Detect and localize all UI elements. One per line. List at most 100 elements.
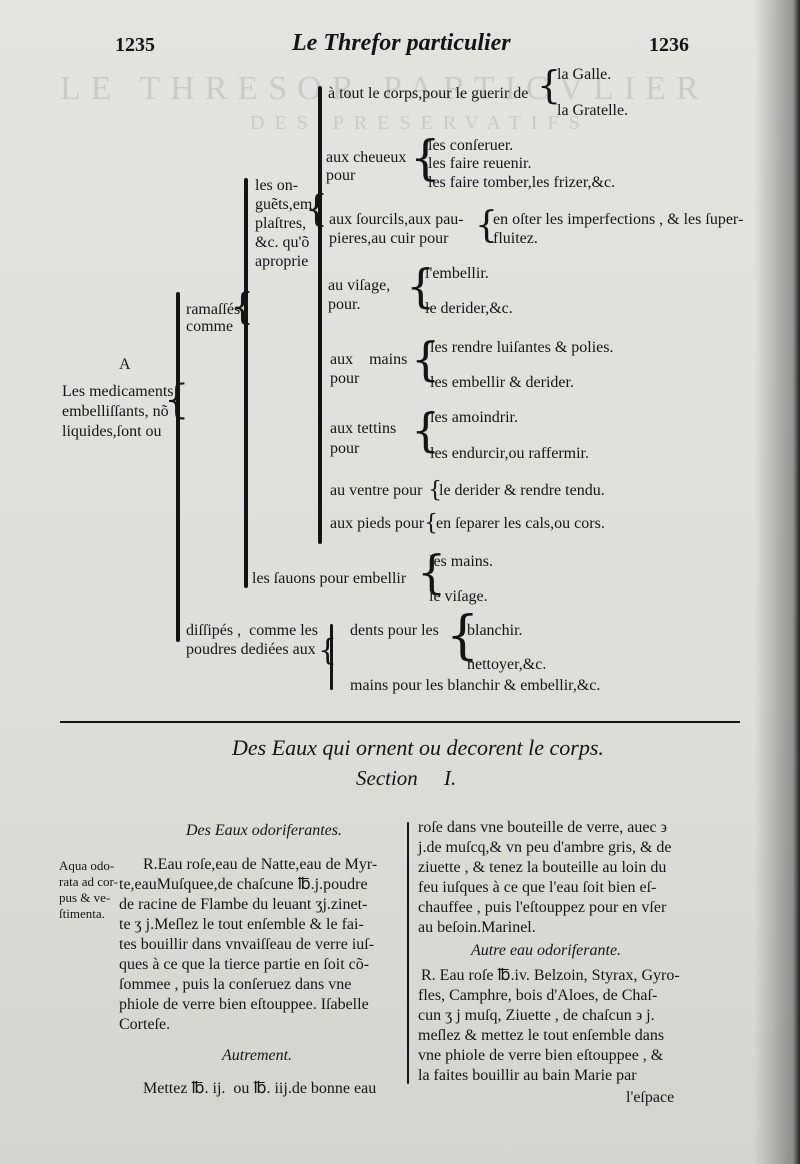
- visage-item-1: l'embellir.: [425, 265, 489, 282]
- margin-note-3: pus & ve-: [59, 890, 111, 905]
- onguents-brace: [318, 86, 322, 544]
- section-rule: [60, 721, 740, 723]
- visage-label-1: au viſage,: [328, 277, 391, 294]
- dents-item-2: nettoyer,&c.: [467, 656, 547, 673]
- onguents-label-5: aproprie: [255, 253, 309, 270]
- right-recipe-line-6: la faites bouillir au bain Marie par: [418, 1067, 637, 1084]
- onguents-label-3: plaſtres,: [255, 215, 307, 232]
- onguents-label-1: les on-: [255, 177, 299, 194]
- pieds-brace: {: [424, 511, 438, 536]
- ramasses-brace: [244, 178, 248, 588]
- dissipes-brace: [330, 624, 333, 690]
- main-brace: [176, 292, 180, 642]
- margin-note-1: Aqua odo-: [59, 858, 115, 873]
- savons-item-1: les mains.: [429, 553, 493, 570]
- right-recipe-line-5: vne phiole de verre bien eſtouppee , &: [418, 1047, 664, 1064]
- corps-label: à tout le corps,pour le guerir de: [328, 85, 529, 102]
- column-divider: [407, 822, 409, 1084]
- mains-item-1: les rendre luiſantes & polies.: [430, 339, 614, 356]
- right-heading: Autre eau odoriferante.: [471, 942, 622, 959]
- left-recipe-line-9: Corteſe.: [119, 1016, 171, 1033]
- root-line-2: embelliſſants, nõ: [62, 403, 169, 420]
- right-recipe-line-4: meſlez & mettez le tout enſemble dans: [418, 1027, 665, 1044]
- catchword: l'eſpace: [626, 1089, 675, 1106]
- show-through-text: DES PRESERVATIFS: [250, 112, 590, 134]
- section-subtitle: Section I.: [356, 766, 457, 790]
- right-line-6: au beſoin.Marinel.: [418, 919, 536, 936]
- cheveux-item-3: les faire tomber,les frizer,&c.: [428, 174, 616, 191]
- root-line-1: Les medicaments: [62, 383, 174, 400]
- visage-brace: {: [406, 259, 436, 313]
- sourcils-brace: {: [475, 205, 498, 246]
- tettins-label-1: aux tettins: [330, 420, 397, 437]
- sourcils-item-1: en oſter les imperfections , & les ſuper…: [493, 211, 744, 228]
- page-number-left: 1235: [115, 34, 155, 56]
- main-brace-point: {: [164, 377, 190, 423]
- corps-item-2: la Gratelle.: [557, 102, 629, 119]
- mains-item-2: les embellir & derider.: [430, 374, 574, 391]
- sourcils-item-2: fluitez.: [493, 230, 538, 247]
- dents-item-1: blanchir.: [467, 622, 523, 639]
- autrement-heading: Autrement.: [222, 1047, 293, 1064]
- right-recipe-line-3: cun ʒ j muſq, Ziuette , de chaſcun ϶ j.: [418, 1007, 655, 1024]
- ramasses-label-1: ramaſſés: [186, 301, 241, 318]
- right-recipe-line-2: fles, Camphre, bois d'Aloes, de Chaſ-: [418, 987, 658, 1004]
- left-recipe-line-1: R.Eau roſe,eau de Natte,eau de Myr-: [143, 856, 378, 873]
- left-recipe-line-2: te,eauMuſquee,de chaſcune ℔.j.poudre: [119, 876, 368, 893]
- margin-note-2: rata ad cor-: [59, 874, 118, 889]
- show-through-text: LE THRESOR PARTICVLIER: [60, 70, 709, 107]
- sourcils-label-2: pieres,au cuir pour: [329, 230, 449, 247]
- ramasses-label-2: comme: [186, 318, 234, 335]
- dents-label: dents pour les: [350, 622, 439, 639]
- corps-brace: {: [537, 63, 562, 107]
- right-line-2: j.de muſcq,& vn peu d'ambre gris, & de: [418, 839, 672, 856]
- page-number-right: 1236: [649, 34, 689, 56]
- left-recipe-line-5: tes bouillir dans vnvaiſſeau de verre iu…: [119, 936, 375, 953]
- left-recipe-line-7: ſommee , puis la conſeruez dans vne: [119, 976, 352, 993]
- ramasses-brace-point: {: [231, 287, 254, 328]
- savons-item-2: le viſage.: [429, 588, 488, 605]
- onguents-label-4: &c. qu'õ: [255, 234, 310, 251]
- left-recipe-line-4: te ʒ j.Meſlez le tout enſemble & le fai-: [119, 916, 364, 933]
- cheveux-item-1: les conſeruer.: [428, 137, 514, 154]
- dents-brace: {: [446, 606, 480, 666]
- ventre-label: au ventre pour: [330, 482, 423, 499]
- right-recipe-line-1: R. Eau roſe ℔.iv. Belzoin, Styrax, Gyro-: [421, 967, 680, 984]
- mains-brace: {: [411, 332, 441, 386]
- left-heading: Des Eaux odoriferantes.: [186, 822, 342, 839]
- right-line-1: roſe dans vne bouteille de verre, auec ϶: [418, 819, 668, 836]
- section-title: Des Eaux qui ornent ou decorent le corps…: [232, 735, 604, 760]
- right-line-4: feu iuſques à ce que l'eau ſoit bien eſ-: [418, 879, 657, 896]
- cheveux-label-1: aux cheueux: [326, 149, 407, 166]
- cheveux-brace: {: [410, 130, 441, 186]
- savons-brace: {: [417, 545, 447, 599]
- ventre-brace: {: [428, 478, 442, 503]
- cheveux-item-2: les faire reuenir.: [428, 155, 532, 172]
- dissipes-brace-point: {: [318, 633, 338, 668]
- tettins-item-2: les endurcir,ou raffermir.: [430, 445, 589, 462]
- tettins-brace: {: [411, 403, 441, 457]
- onguents-brace-point: {: [305, 189, 328, 230]
- savons-label: les ſauons pour embellir: [252, 570, 407, 587]
- visage-item-2: le derider,&c.: [425, 300, 513, 317]
- mains-label-1: aux mains: [330, 351, 408, 368]
- cheveux-label-2: pour: [326, 167, 356, 184]
- pieds-label: aux pieds pour: [330, 515, 425, 532]
- right-line-5: chauffee , puis l'eſtouppez pour en vſer: [418, 899, 667, 916]
- onguents-label-2: guẽts,em: [255, 196, 313, 213]
- tree-letter: A: [119, 356, 131, 373]
- dissipes-label-2: poudres dediées aux: [186, 641, 316, 658]
- ventre-item: le derider & rendre tendu.: [439, 482, 605, 499]
- margin-note-4: ſtimenta.: [59, 906, 105, 921]
- running-title: Le Threfor particulier: [292, 30, 511, 56]
- corps-item-1: la Galle.: [557, 66, 612, 83]
- tettins-label-2: pour: [330, 440, 360, 457]
- left-recipe-line-6: ques à ce que la tierce partie en ſoit c…: [119, 956, 370, 973]
- pieds-item: en ſeparer les cals,ou cors.: [436, 515, 605, 532]
- left-last-line: Mettez ℔. ij. ou ℔. iij.de bonne eau: [143, 1080, 377, 1097]
- left-recipe-line-3: de racine de Flambe du leuant ʒj.zinet-: [119, 896, 368, 913]
- right-line-3: ziuette , & tenez la bouteille au loin d…: [418, 859, 667, 876]
- left-recipe-line-8: phiole de verre bien eſtouppee. Iſabelle: [119, 996, 369, 1013]
- tettins-item-1: les amoindrir.: [430, 409, 518, 426]
